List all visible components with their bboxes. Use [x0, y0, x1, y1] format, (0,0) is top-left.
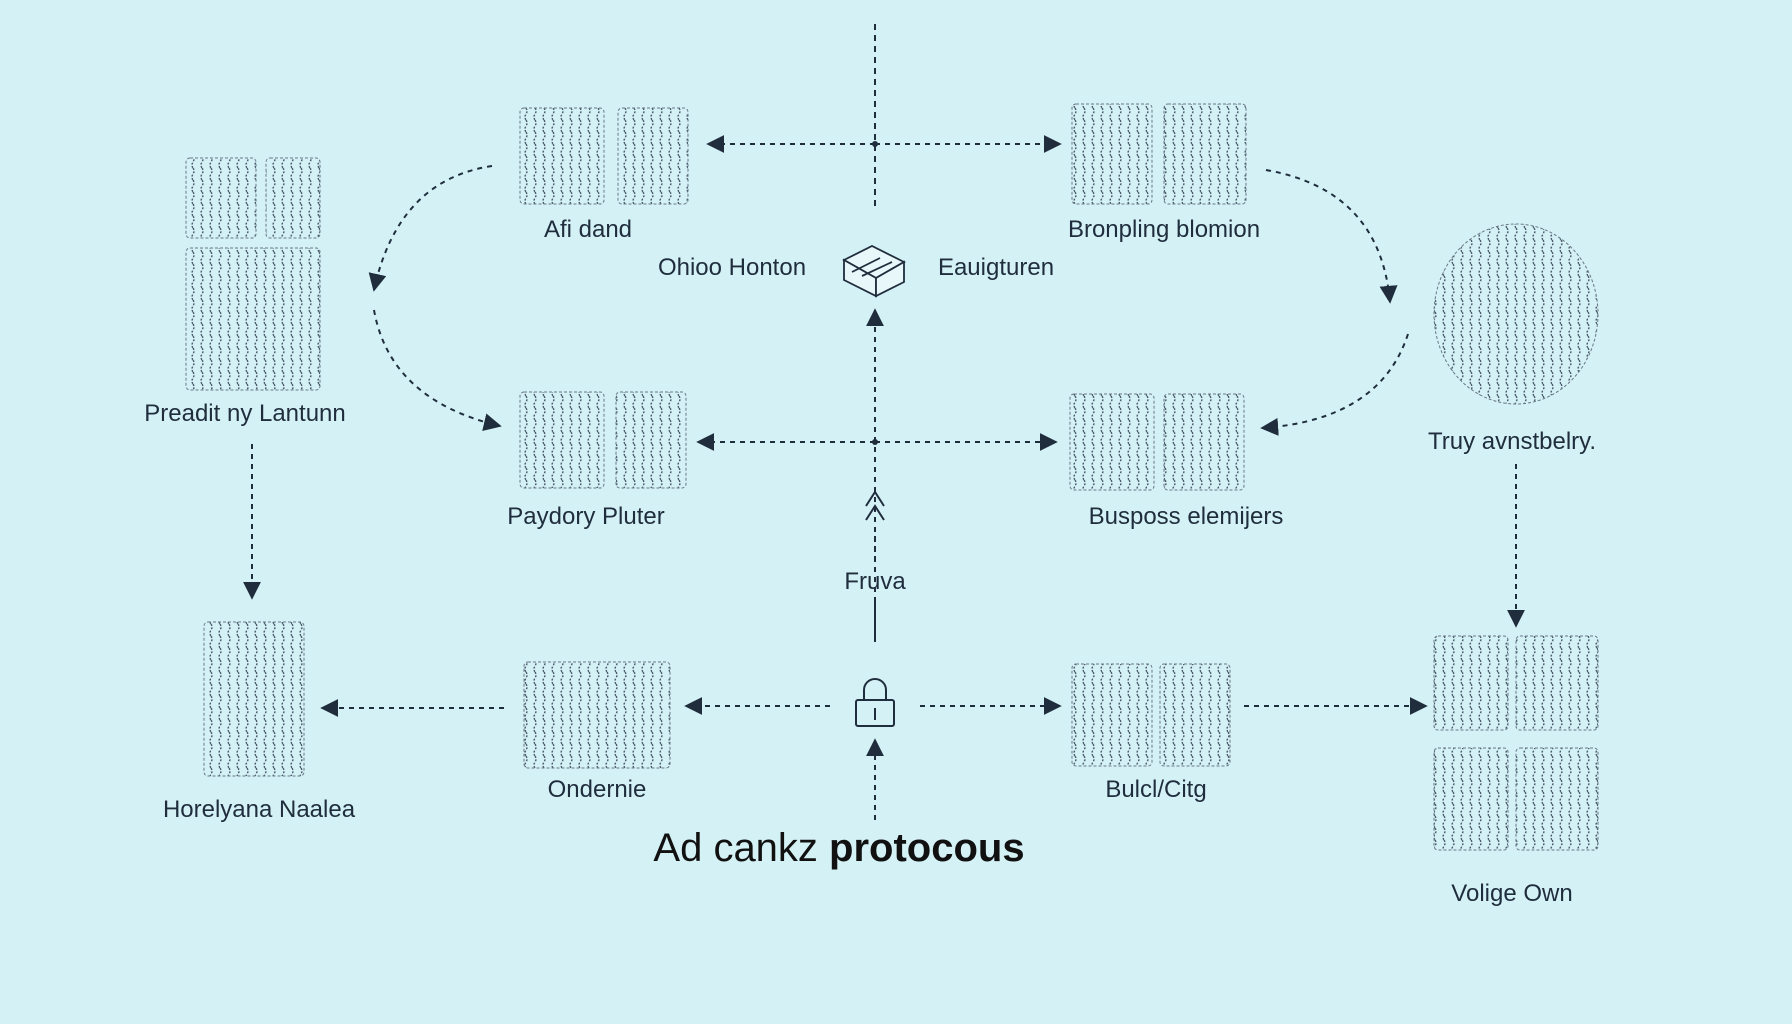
curve-node2-node4 [1265, 169, 1398, 304]
node-4-label: Truy avnstbelry. [1427, 428, 1597, 455]
node-2-block-b [1163, 103, 1247, 205]
lock-icon [855, 678, 895, 727]
node-6-block-b [1163, 393, 1245, 491]
center-label: Fruva [844, 568, 906, 595]
hub-dot-mid [872, 439, 878, 445]
node-1-label: Afi dand [543, 216, 633, 243]
node-10-block-c [1433, 747, 1509, 851]
node-7-label: Horelyana Naalea [162, 796, 356, 823]
title-regular: Ad cankz [653, 826, 818, 870]
node-10-block-b [1515, 635, 1599, 731]
title-bold: protocous [829, 826, 1025, 870]
node-3-block-c [185, 247, 321, 391]
node-6-block-a [1069, 393, 1155, 491]
node-5-block-b [615, 391, 687, 489]
node-5-label: Paydory Pluter [507, 503, 665, 530]
node-1-block-a [519, 107, 605, 205]
node-10-block-a [1433, 635, 1509, 731]
curve-node3-node5 [373, 309, 502, 432]
hub-dot-top [872, 141, 878, 147]
blocks-icon [842, 244, 906, 298]
diagram-title: Ad cankz protocous [653, 826, 1024, 871]
node-2-block-a [1071, 103, 1153, 205]
node-9-block-b [1159, 663, 1231, 767]
node-7-block [203, 621, 305, 777]
node-2-label: Bronpling blomion [1067, 216, 1261, 243]
node-9-label: Bulcl/Citg [1105, 776, 1207, 803]
node-5-block-a [519, 391, 605, 489]
hub-left-label: Ohioo Honton [657, 254, 807, 281]
curve-node4-node6 [1260, 333, 1409, 436]
node-3-block-a [185, 157, 257, 239]
curve-node1-node3 [368, 165, 493, 292]
node-9-block-a [1071, 663, 1153, 767]
node-10-label: Volige Own [1451, 880, 1573, 907]
hub-right-label: Eauigturen [937, 254, 1055, 281]
fruva-arrows [865, 490, 885, 521]
node-4-sphere [1433, 223, 1599, 405]
node-8-block [523, 661, 671, 769]
node-8-label: Ondernie [547, 776, 647, 803]
node-3-block-b [265, 157, 321, 239]
node-1-block-b [617, 107, 689, 205]
node-10-block-d [1515, 747, 1599, 851]
node-3-label: Preadit ny Lantunn [144, 400, 346, 427]
node-6-label: Busposs elemijers [1088, 503, 1284, 530]
